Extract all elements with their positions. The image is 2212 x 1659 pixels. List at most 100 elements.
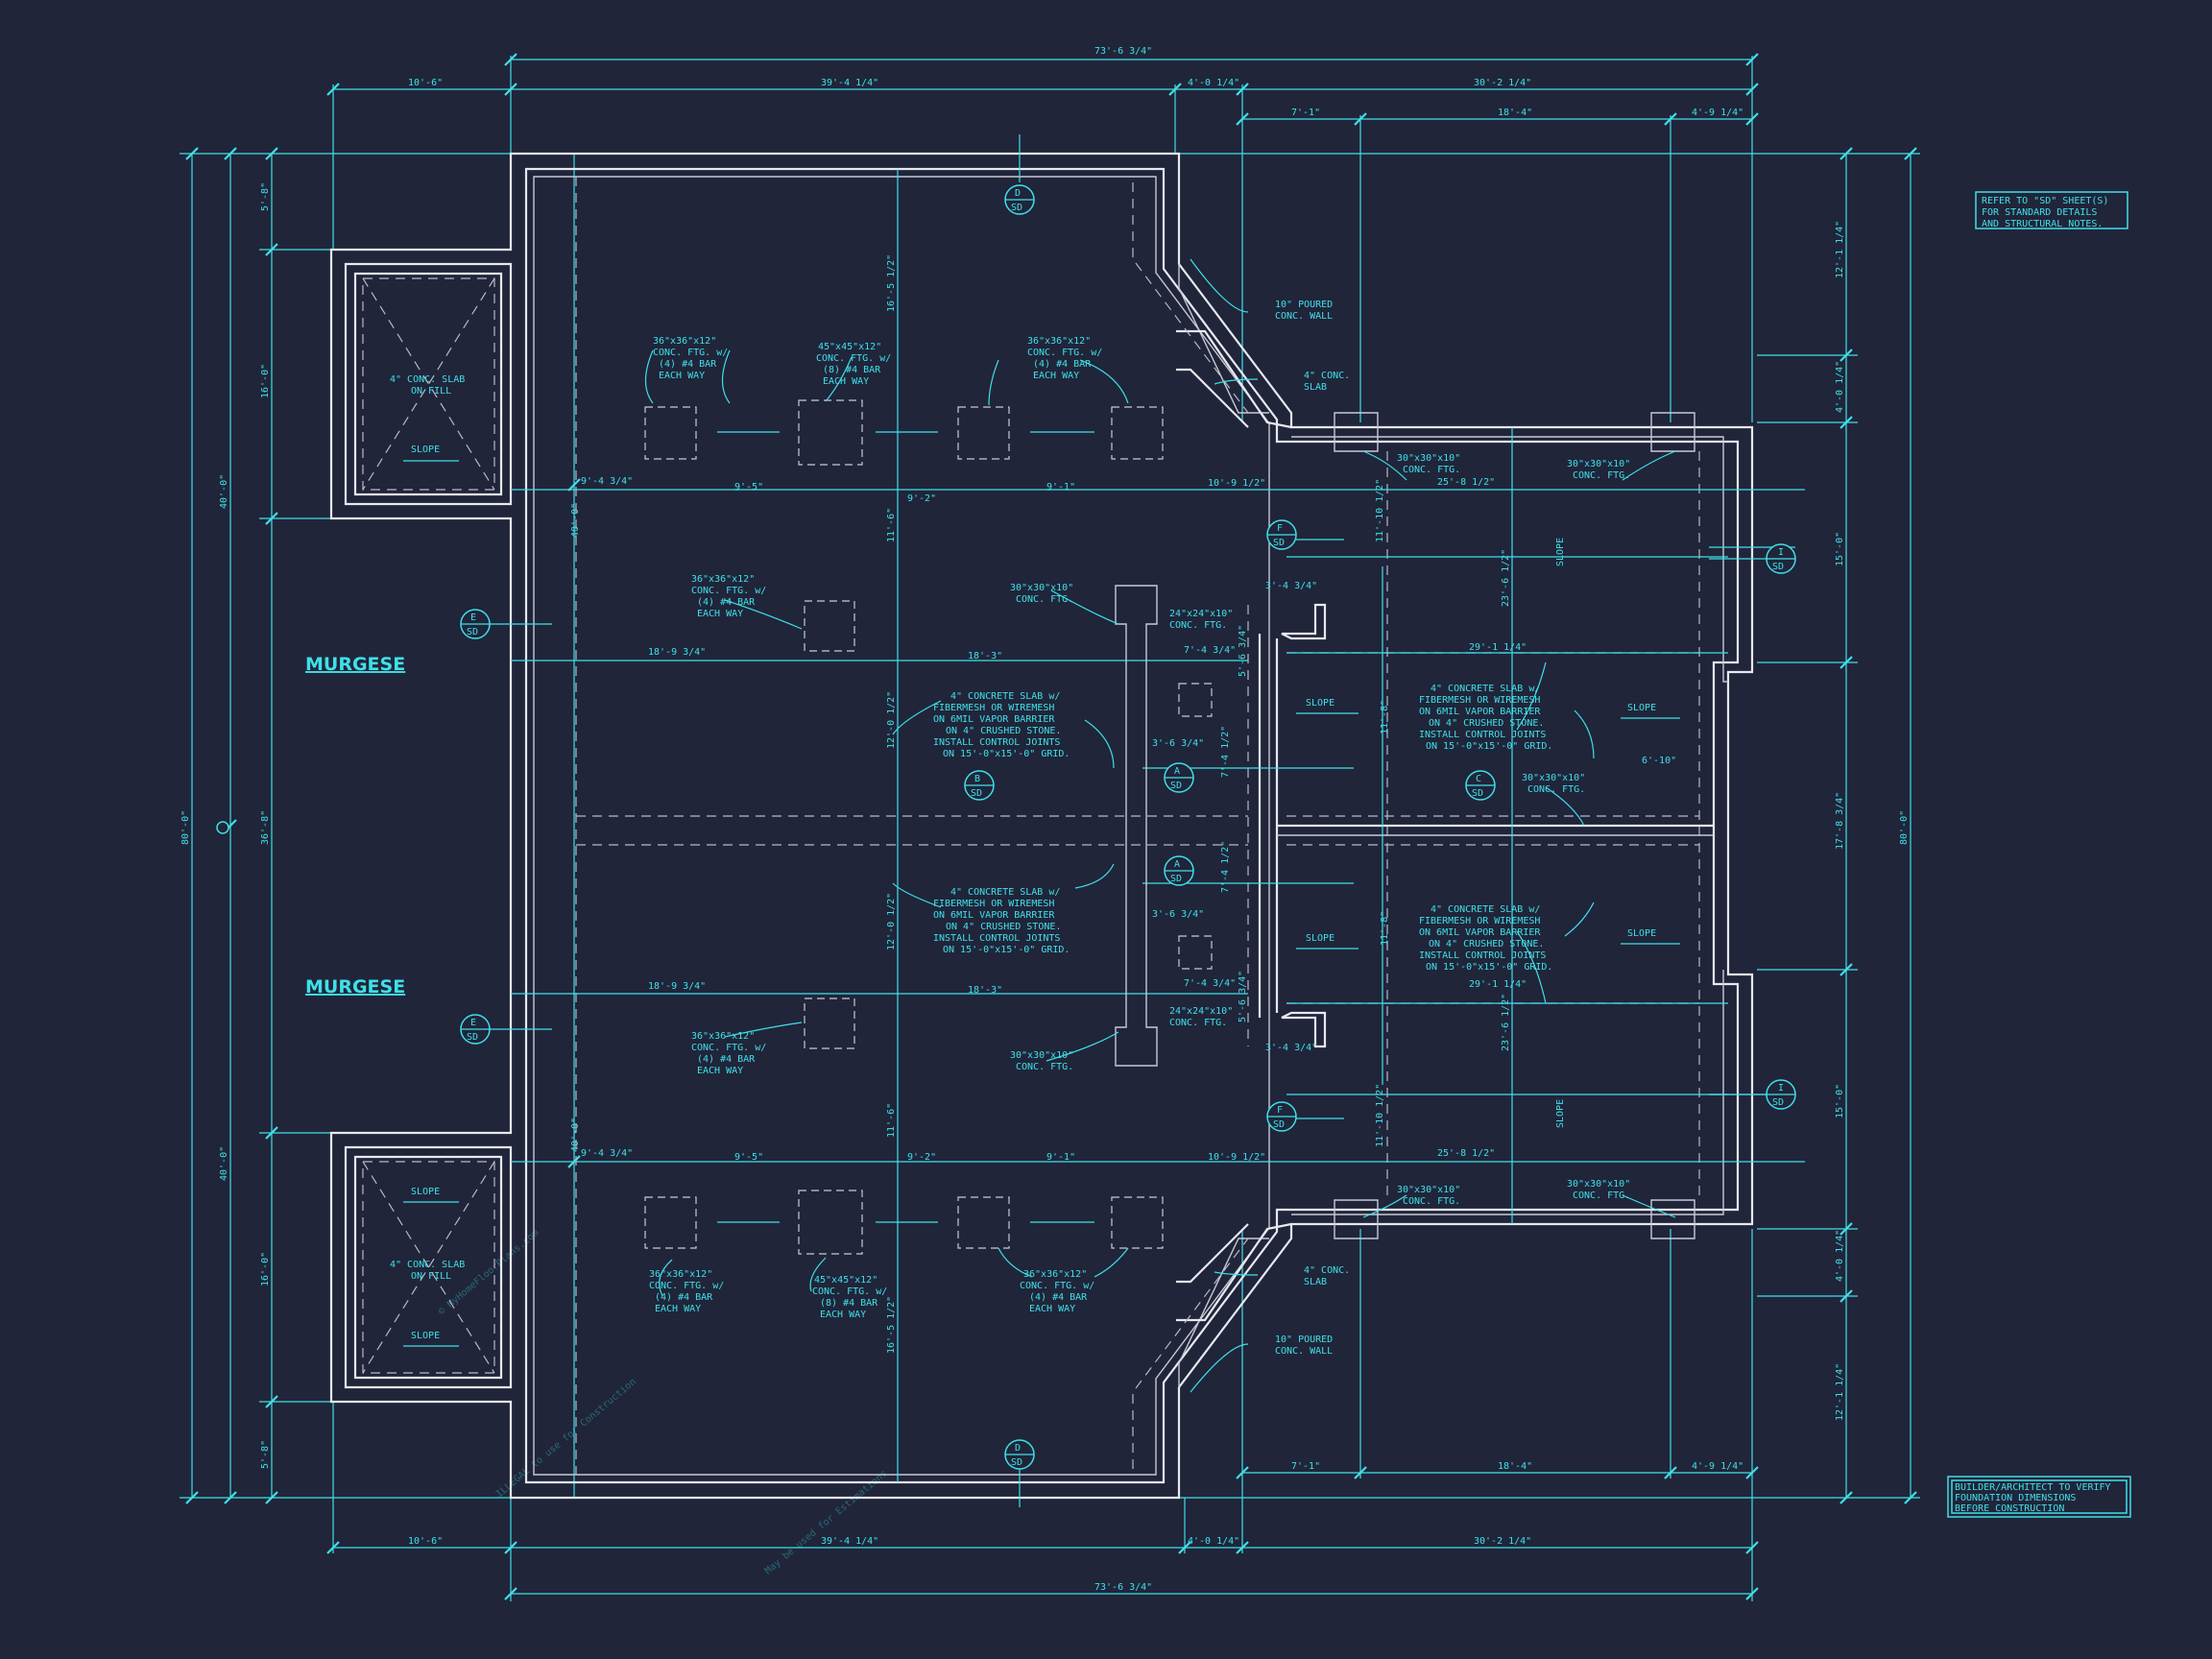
svg-text:EACH WAY: EACH WAY xyxy=(1033,371,1079,381)
callout-ftg-30-right-upper-2: 30"x30"x10"CONC. FTG. xyxy=(1567,459,1630,481)
svg-text:ON 4" CRUSHED STONE.: ON 4" CRUSHED STONE. xyxy=(1429,718,1544,729)
svg-text:(8) #4 BAR: (8) #4 BAR xyxy=(820,1298,878,1309)
right-dimensions: 80'-0" 12'-1 1/4" 4'-0 1/4" 15'-0" 17'-8… xyxy=(1171,147,1920,1504)
dim-right-seg-a-top: 12'-1 1/4" xyxy=(1835,221,1845,278)
svg-text:CONC. FTG. w/: CONC. FTG. w/ xyxy=(691,1043,766,1053)
svg-text:CONC. FTG.: CONC. FTG. xyxy=(1169,620,1227,631)
svg-text:(4) #4 BAR: (4) #4 BAR xyxy=(697,597,756,608)
svg-text:SLAB: SLAB xyxy=(1304,1277,1327,1287)
dim-overall-width-top: 73'-6 3/4" xyxy=(1094,46,1152,57)
section-marker-a-upper: ASD xyxy=(1164,762,1194,793)
dim-col-a-bottom: 16'-5 1/2" xyxy=(886,1296,897,1354)
callout-slab-main-lower: 4" CONCRETE SLAB w/FIBERMESH OR WIREMESH… xyxy=(933,887,1070,955)
dim-left-depth-2: 40'-0" xyxy=(219,1146,229,1181)
room-label-upper: MURGESE xyxy=(305,654,405,675)
svg-text:ON FILL: ON FILL xyxy=(411,386,451,397)
dim-rseg1-top: 7'-1" xyxy=(1291,108,1320,118)
dim-rmid-c-bottom: 29'-1 1/4" xyxy=(1469,979,1527,990)
callout-ftg-30-right-upper-1: 30"x30"x10"CONC. FTG. xyxy=(1397,453,1460,475)
dim-overall-depth-left: 80'-0" xyxy=(180,810,191,845)
svg-text:4" CONC.: 4" CONC. xyxy=(1304,371,1350,381)
svg-text:SD: SD xyxy=(467,1032,478,1043)
dim-col-c-top: 12'-0 1/2" xyxy=(886,691,897,749)
dim-rmid-b-top: 23'-6 1/2" xyxy=(1501,549,1511,607)
svg-text:ON 4" CRUSHED STONE.: ON 4" CRUSHED STONE. xyxy=(946,726,1061,736)
svg-text:E: E xyxy=(470,613,476,623)
dim-right-seg-c-top: 15'-0" xyxy=(1835,532,1845,566)
svg-text:SD: SD xyxy=(1170,874,1182,884)
svg-text:ON 6MIL VAPOR BARRIER: ON 6MIL VAPOR BARRIER xyxy=(933,714,1055,725)
svg-text:SD: SD xyxy=(1170,781,1182,791)
note-builder-verify: BUILDER/ARCHITECT TO VERIFY FOUNDATION D… xyxy=(1947,1476,2131,1518)
svg-text:INSTALL CONTROL JOINTS: INSTALL CONTROL JOINTS xyxy=(1419,950,1546,961)
svg-text:(4) #4 BAR: (4) #4 BAR xyxy=(659,359,717,370)
interior-grid: 9'-4 3/4" 9'-5" 9'-2" 9'-1" 10'-9 1/2" 9… xyxy=(511,169,1805,1482)
dim-left-seg-a-bottom: 5'-8" xyxy=(260,1440,271,1469)
dim-main-width-bottom: 39'-4 1/4" xyxy=(821,1536,878,1547)
dim-rseg1-bottom: 7'-1" xyxy=(1291,1461,1320,1472)
callout-slab-right-lower: 4" CONCRETE SLAB w/FIBERMESH OR WIREMESH… xyxy=(1419,904,1552,973)
svg-text:EACH WAY: EACH WAY xyxy=(1029,1304,1075,1314)
slope-label: SLOPE xyxy=(1555,538,1566,566)
dim-row1-c-top: 9'-2" xyxy=(907,493,936,504)
section-marker-e-lower: ESD xyxy=(460,1014,552,1045)
svg-text:CONC. FTG. w/: CONC. FTG. w/ xyxy=(653,348,728,358)
dim-rmid-a-bottom: 25'-8 1/2" xyxy=(1437,1148,1495,1159)
dim-rseg3-bottom: 4'-9 1/4" xyxy=(1692,1461,1743,1472)
dim-rmid-g-top: 7'-4 3/4" xyxy=(1184,645,1236,656)
dim-rmid-h-top: 3'-6 3/4" xyxy=(1152,738,1204,749)
dim-rmid-k-top: 7'-4 1/2" xyxy=(1220,726,1231,778)
dim-right-width-bottom: 30'-2 1/4" xyxy=(1474,1536,1531,1547)
dim-mid-a-bottom: 18'-9 3/4" xyxy=(648,981,706,992)
svg-text:4" CONC. SLAB: 4" CONC. SLAB xyxy=(390,1260,465,1270)
dim-left-seg-b-top: 16'-0" xyxy=(260,364,271,398)
dim-col-b-top: 11'-6" xyxy=(886,508,897,542)
dim-rseg2-bottom: 18'-4" xyxy=(1498,1461,1532,1472)
svg-text:I: I xyxy=(1778,547,1784,558)
section-marker-c: CSD xyxy=(1465,770,1496,801)
slope-label: SLOPE xyxy=(1627,928,1656,939)
dim-rseg2-top: 18'-4" xyxy=(1498,108,1532,118)
svg-text:30"x30"x10": 30"x30"x10" xyxy=(1397,1185,1460,1195)
svg-text:4" CONCRETE SLAB w/: 4" CONCRETE SLAB w/ xyxy=(950,887,1060,898)
section-marker-b: BSD xyxy=(964,770,995,801)
dim-col-c-bottom: 12'-0 1/2" xyxy=(886,893,897,950)
svg-text:CONC. FTG. w/: CONC. FTG. w/ xyxy=(1020,1281,1094,1291)
dim-row1-c-bottom: 9'-2" xyxy=(907,1152,936,1163)
svg-text:45"x45"x12": 45"x45"x12" xyxy=(818,342,881,352)
svg-text:10" POURED: 10" POURED xyxy=(1275,300,1333,310)
slope-label: SLOPE xyxy=(1555,1099,1566,1128)
note-builder-line-2: FOUNDATION DIMENSIONS xyxy=(1955,1493,2076,1503)
dim-rmid-f-bottom: 3'-4 3/4" xyxy=(1265,1043,1317,1053)
dim-rmid-b-bottom: 23'-6 1/2" xyxy=(1501,994,1511,1051)
dim-left-seg-a-top: 5'-8" xyxy=(260,182,271,211)
dim-rseg3-top: 4'-9 1/4" xyxy=(1692,108,1743,118)
section-markers: DSD DSD ESD ESD FSD xyxy=(216,134,1796,1507)
dim-main-width-top: 39'-4 1/4" xyxy=(821,78,878,88)
svg-text:10" POURED: 10" POURED xyxy=(1275,1334,1333,1345)
svg-text:(4) #4 BAR: (4) #4 BAR xyxy=(1029,1292,1088,1303)
dim-rmid-h-bottom: 3'-6 3/4" xyxy=(1152,909,1204,920)
note-refer-sd-line-2: FOR STANDARD DETAILS xyxy=(1982,207,2097,218)
svg-text:EACH WAY: EACH WAY xyxy=(659,371,705,381)
svg-text:SD: SD xyxy=(1273,1119,1285,1130)
dim-left-porch-top: 10'-6" xyxy=(408,78,443,88)
section-marker-a-lower: ASD xyxy=(1164,855,1194,886)
dim-row1-b-top: 9'-5" xyxy=(734,482,763,493)
callout-slab-main-upper: 4" CONCRETE SLAB w/FIBERMESH OR WIREMESH… xyxy=(933,691,1070,759)
section-marker-i-lower: ISD xyxy=(1709,1079,1796,1110)
dim-row1-e-top: 10'-9 1/2" xyxy=(1208,478,1265,489)
bottom-dimensions: 73'-6 3/4" 10'-6" 39'-4 1/4" 4'-0 1/4" 3… xyxy=(326,1229,1759,1601)
svg-text:FIBERMESH OR WIREMESH: FIBERMESH OR WIREMESH xyxy=(1419,916,1540,926)
svg-text:EACH WAY: EACH WAY xyxy=(697,1066,743,1076)
slope-label: SLOPE xyxy=(411,1187,440,1197)
dim-col-a-top: 16'-5 1/2" xyxy=(886,254,897,312)
foundation-walls xyxy=(329,152,1754,1500)
svg-text:CONC. FTG.: CONC. FTG. xyxy=(1403,465,1460,475)
svg-text:D: D xyxy=(1015,188,1021,199)
dim-rmid-j-top: 5'-6 3/4" xyxy=(1238,625,1248,677)
